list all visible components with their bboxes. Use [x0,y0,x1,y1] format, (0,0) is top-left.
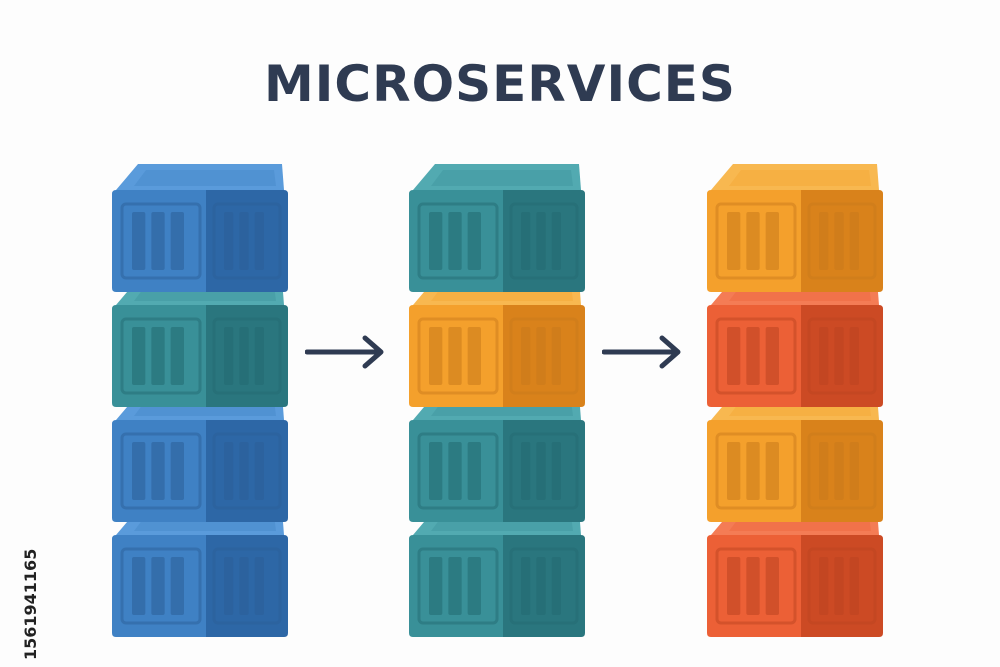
red-container-box [705,275,885,410]
teal-container-box [407,160,587,295]
orange-container-box [407,275,587,410]
orange-container-box [705,160,885,295]
arrow-icon [602,332,684,372]
stack-2 [407,160,587,660]
stock-id-label: 1561941165 [6,430,40,660]
orange-container-box [705,390,885,525]
stack-1 [110,160,290,660]
blue-container-box [110,505,290,640]
teal-container-box [407,505,587,640]
arrow-icon [305,332,387,372]
blue-container-box [110,160,290,295]
blue-container-box [110,390,290,525]
red-container-box [705,505,885,640]
diagram-title: MICROSERVICES [264,55,736,113]
stock-id-text: 1561941165 [21,548,40,660]
teal-container-box [110,275,290,410]
stack-3 [705,160,885,660]
teal-container-box [407,390,587,525]
